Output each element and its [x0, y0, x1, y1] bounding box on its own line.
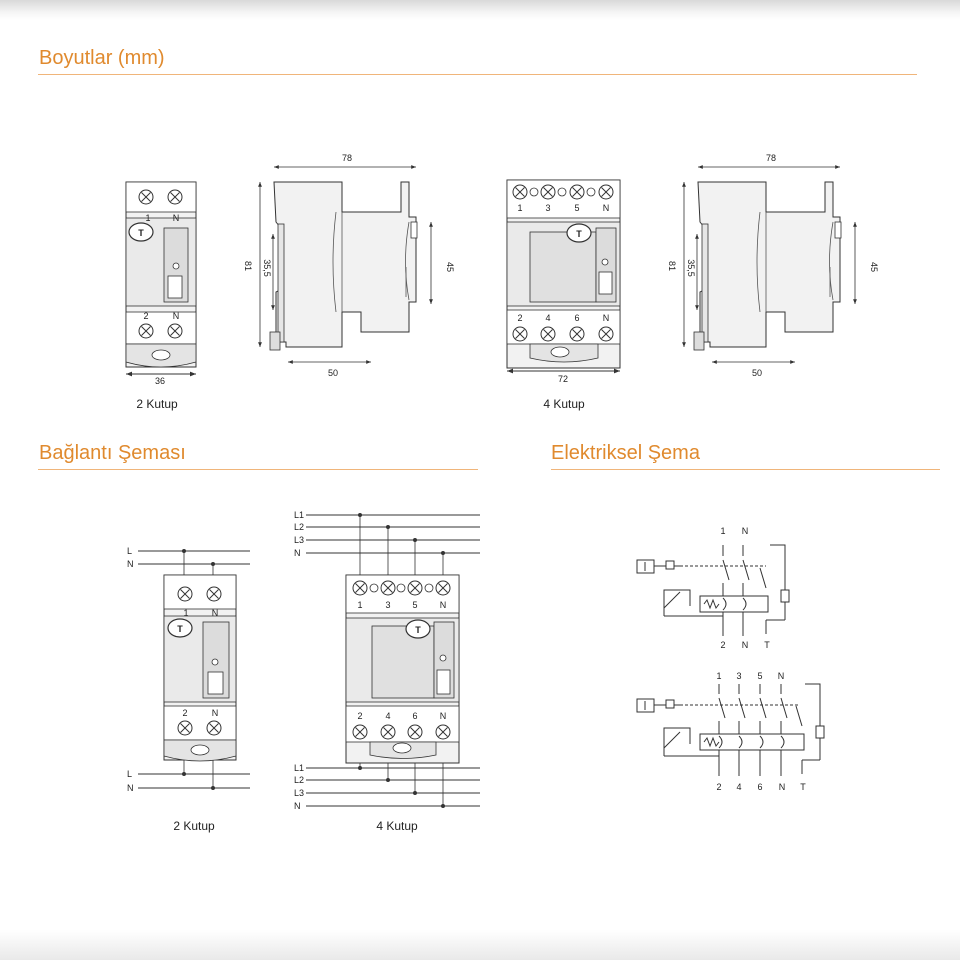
- elec-4pole-top-label: 5: [757, 671, 762, 681]
- conn-4pole-top-terminal: N: [440, 600, 447, 610]
- dim-2pole-test-button: T: [138, 228, 144, 238]
- top-shadow-strip: [0, 0, 960, 20]
- conn-2pole-supply-line-label: N: [127, 559, 134, 569]
- conn-4pole-bottom-terminal: N: [440, 711, 447, 721]
- dim-2pole-side: [258, 165, 433, 364]
- dim-2pole-height-label: 81: [243, 261, 253, 271]
- dim-4pole-top-terminal: 5: [574, 203, 579, 213]
- elec-2pole-bottom-label: 2: [720, 640, 725, 650]
- conn-2pole-bottom-terminal: 2: [182, 708, 187, 718]
- section-title-connection: Bağlantı Şeması: [39, 442, 186, 464]
- section-title-dimensions: Boyutlar (mm): [39, 47, 165, 69]
- conn-4pole-load-line-label: L3: [294, 788, 304, 798]
- dim-2pole-caption: 2 Kutup: [136, 397, 178, 411]
- conn-4pole-top-terminal: 1: [357, 600, 362, 610]
- conn-2pole-top-terminal: 1: [183, 608, 188, 618]
- dim-2pole-base-label: 50: [328, 368, 338, 378]
- elec-2pole-top-label: 1: [720, 526, 725, 536]
- dim-4pole-front-label: 45: [869, 262, 879, 272]
- conn-2pole-load-line-label: L: [127, 769, 132, 779]
- dim-4pole-bottom-terminal: N: [603, 313, 610, 323]
- conn-2pole-test-button: T: [177, 624, 183, 634]
- dim-2pole-bottom-terminal: 2: [143, 311, 148, 321]
- conn-4pole-supply-line-label: L3: [294, 535, 304, 545]
- elec-4pole-top-label: 3: [736, 671, 741, 681]
- dim-4pole-top-terminal: N: [603, 203, 610, 213]
- elec-2pole-schematic: [636, 544, 790, 636]
- dim-2pole-front-label: 45: [445, 262, 455, 272]
- conn-4pole-supply-line-label: L2: [294, 522, 304, 532]
- bottom-shadow-strip: [0, 930, 960, 960]
- conn-4pole-caption: 4 Kutup: [376, 819, 418, 833]
- dim-4pole-front: [506, 179, 621, 374]
- conn-2pole-device: [163, 574, 237, 762]
- section-rule-dimensions: [38, 74, 917, 75]
- dim-2pole-bottom-terminal: N: [173, 311, 180, 321]
- conn-4pole-bottom-terminal: 4: [385, 711, 390, 721]
- conn-4pole-supply-line-label: N: [294, 548, 301, 558]
- dim-4pole-width-label: 72: [558, 374, 568, 384]
- dim-4pole-height-label: 81: [667, 261, 677, 271]
- dim-2pole-front: [125, 181, 197, 377]
- section-rule-electrical: [551, 469, 940, 470]
- dim-4pole-test-button: T: [576, 229, 582, 239]
- dim-2pole-width-label: 36: [155, 376, 165, 386]
- conn-2pole-load-line-label: N: [127, 783, 134, 793]
- dim-4pole-side: [682, 165, 857, 364]
- dim-4pole-caption: 4 Kutup: [543, 397, 585, 411]
- dim-4pole-bottom-terminal: 4: [545, 313, 550, 323]
- conn-4pole-top-terminal: 3: [385, 600, 390, 610]
- dim-2pole-middle-label: 35,5: [262, 259, 272, 277]
- conn-4pole-load-line-label: N: [294, 801, 301, 811]
- conn-4pole-supply-line-label: L1: [294, 510, 304, 520]
- conn-4pole-test-button: T: [415, 625, 421, 635]
- elec-4pole-bottom-label: T: [800, 782, 806, 792]
- elec-4pole-bottom-label: N: [779, 782, 786, 792]
- dim-4pole-bottom-terminal: 6: [574, 313, 579, 323]
- dim-4pole-bottom-terminal: 2: [517, 313, 522, 323]
- conn-4pole-load-line-label: L1: [294, 763, 304, 773]
- section-title-electrical: Elektriksel Şema: [551, 442, 700, 464]
- dim-4pole-base-label: 50: [752, 368, 762, 378]
- conn-4pole-top-terminal: 5: [412, 600, 417, 610]
- conn-2pole-caption: 2 Kutup: [173, 819, 215, 833]
- elec-4pole-top-label: 1: [716, 671, 721, 681]
- dim-2pole-top-terminal: N: [173, 213, 180, 223]
- elec-4pole-schematic: [636, 683, 825, 776]
- dim-4pole-middle-label: 35,5: [686, 259, 696, 277]
- conn-2pole-supply-line-label: L: [127, 546, 132, 556]
- elec-4pole-bottom-label: 6: [757, 782, 762, 792]
- dim-4pole-top-terminal: 1: [517, 203, 522, 213]
- dim-4pole-depth-label: 78: [766, 153, 776, 163]
- conn-2pole-top-terminal: N: [212, 608, 219, 618]
- elec-4pole-bottom-label: 2: [716, 782, 721, 792]
- dim-2pole-depth-label: 78: [342, 153, 352, 163]
- elec-2pole-bottom-label: T: [764, 640, 770, 650]
- section-rule-connection: [38, 469, 478, 470]
- conn-4pole-bottom-terminal: 2: [357, 711, 362, 721]
- elec-4pole-top-label: N: [778, 671, 785, 681]
- dim-4pole-top-terminal: 3: [545, 203, 550, 213]
- elec-2pole-top-label: N: [742, 526, 749, 536]
- conn-2pole-bottom-terminal: N: [212, 708, 219, 718]
- elec-2pole-bottom-label: N: [742, 640, 749, 650]
- conn-4pole-device: [345, 574, 460, 764]
- elec-4pole-bottom-label: 4: [736, 782, 741, 792]
- conn-4pole-bottom-terminal: 6: [412, 711, 417, 721]
- conn-4pole-load-line-label: L2: [294, 775, 304, 785]
- dim-2pole-top-terminal: 1: [145, 213, 150, 223]
